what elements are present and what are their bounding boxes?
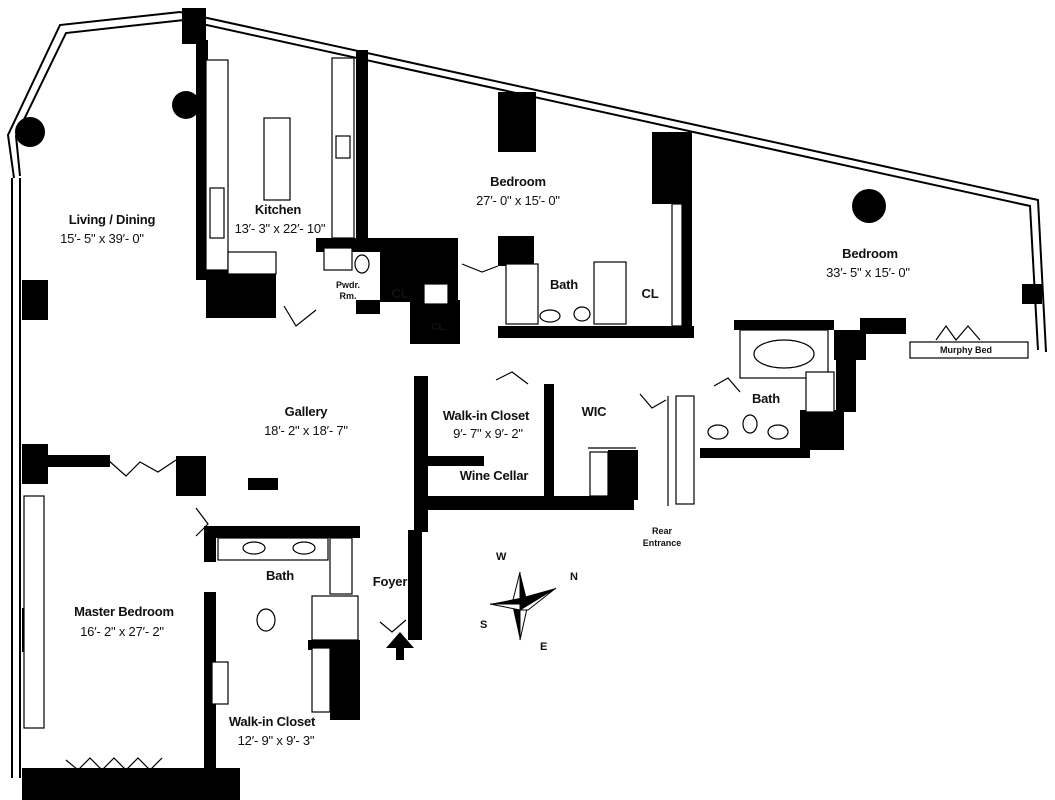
living-dining-dims: 15′- 5" x 39′- 0" — [60, 231, 144, 246]
bath-fixtures — [211, 247, 835, 713]
compass-rose-icon: N E S W — [480, 551, 578, 653]
column-3 — [852, 189, 886, 223]
bath-2-name: Bath — [752, 391, 780, 406]
gallery-dims: 18′- 2" x 18′- 7" — [264, 423, 348, 438]
compass-n-label: N — [570, 571, 578, 583]
bedroom-1-dims: 27′- 0" x 15′- 0" — [476, 193, 560, 208]
foyer-name: Foyer — [373, 574, 408, 589]
wic-name: WIC — [582, 404, 607, 419]
walk-in-closet-1-dims: 9′- 7" x 9′- 2" — [453, 426, 523, 441]
closet-lines — [23, 203, 1029, 729]
kitchen-name: Kitchen — [255, 202, 302, 217]
compass-w-label: W — [496, 551, 507, 563]
bath-1-name: Bath — [550, 277, 578, 292]
murphy-bed-label: Murphy Bed — [940, 345, 992, 355]
rear-entrance-label-line1: Rear — [652, 526, 673, 536]
exterior-window-wall — [6, 10, 1047, 778]
closet-3-name: CL — [642, 286, 659, 301]
kitchen-dims: 13′- 3" x 22′- 10" — [235, 221, 326, 236]
walk-in-closet-1-name: Walk-in Closet — [443, 408, 530, 423]
bedroom-1-name: Bedroom — [490, 174, 546, 189]
interior-walls — [22, 8, 1042, 800]
closet-2-name: CL — [431, 322, 444, 333]
bedroom-2-dims: 33′- 5" x 15′- 0" — [826, 265, 910, 280]
column-2 — [172, 91, 200, 119]
bedroom-2-name: Bedroom — [842, 246, 898, 261]
master-bedroom-dims: 16′- 2" x 27′- 2" — [80, 624, 164, 639]
entrance-arrow-icon — [386, 632, 414, 660]
powder-room-label-line2: Rm. — [339, 291, 356, 301]
door-swings — [65, 263, 981, 771]
room-labels: Living / Dining 15′- 5" x 39′- 0" Kitche… — [60, 174, 992, 748]
compass-s-label: S — [480, 619, 487, 631]
rear-entrance-label-line2: Entrance — [643, 538, 682, 548]
compass-e-label: E — [540, 641, 547, 653]
powder-room-label-line1: Pwdr. — [336, 280, 360, 290]
column-1 — [15, 117, 45, 147]
master-bedroom-name: Master Bedroom — [74, 604, 174, 619]
closet-1-name: CL — [392, 286, 409, 301]
living-dining-name: Living / Dining — [69, 212, 156, 227]
kitchen-fixtures — [205, 57, 355, 275]
walk-in-closet-2-dims: 12′- 9" x 9′- 3" — [238, 733, 315, 748]
wine-cellar-name: Wine Cellar — [460, 468, 529, 483]
gallery-name: Gallery — [285, 404, 329, 419]
bath-3-name: Bath — [266, 568, 294, 583]
walk-in-closet-2-name: Walk-in Closet — [229, 714, 316, 729]
